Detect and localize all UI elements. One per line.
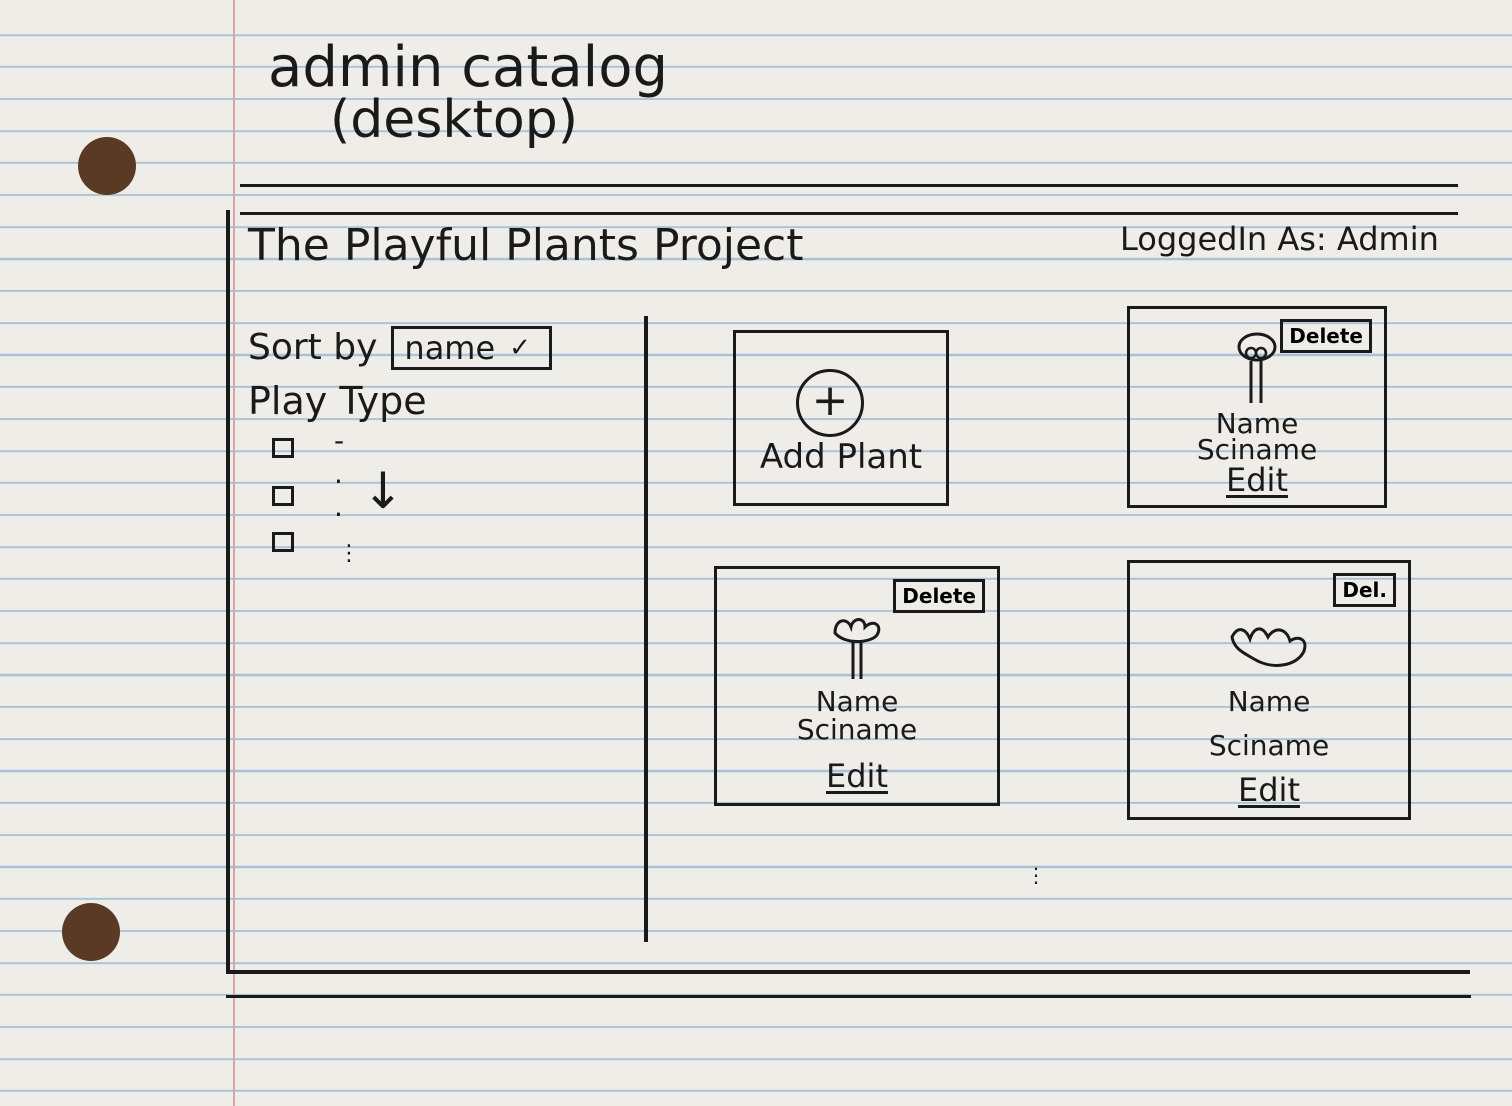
plant-sci-name: Sciname — [1208, 729, 1330, 762]
sketch-subtitle: (desktop) — [330, 90, 578, 150]
browser-frame-top — [240, 184, 1458, 187]
sketch-title: admin catalog — [268, 35, 669, 100]
add-plant-label: Add Plant — [759, 437, 923, 477]
leaf-icon — [1230, 627, 1307, 667]
site-title[interactable]: The Playful Plants Project — [248, 220, 804, 271]
plant-card: Delete Name Sciname Edit — [714, 566, 1000, 806]
plus-icon: + — [796, 369, 864, 437]
page-bottom-rule — [226, 995, 1471, 998]
browser-frame — [226, 210, 1470, 974]
filter-option-placeholder: - . . — [334, 424, 365, 523]
edit-link-label: Edit — [1226, 461, 1288, 499]
plant-name: Name — [815, 685, 899, 718]
edit-link[interactable]: Edit — [1130, 463, 1384, 497]
filter-checkbox[interactable] — [272, 486, 294, 506]
edit-link-label: Edit — [1238, 771, 1300, 809]
edit-link[interactable]: Edit — [1130, 773, 1408, 807]
binder-hole-bottom — [62, 903, 120, 961]
arrow-down-icon: ↓ — [362, 462, 404, 520]
sort-dropdown[interactable]: name ✓ — [391, 326, 552, 370]
delete-button[interactable]: Delete — [893, 579, 985, 613]
sort-label: Sort by — [248, 327, 378, 368]
binder-hole-top — [78, 137, 136, 195]
filter-title: Play Type — [248, 379, 427, 423]
header-top-rule — [240, 212, 1458, 215]
plant-sci-name: Sciname — [796, 713, 918, 746]
chevron-down-icon: ✓ — [509, 333, 531, 363]
plant-name: Name — [1215, 407, 1299, 440]
delete-button[interactable]: Delete — [1280, 319, 1372, 353]
more-plants-ellipsis: ⋮ — [1026, 863, 1046, 887]
sort-dropdown-value: name — [404, 329, 496, 367]
more-filters-ellipsis: ⋮ — [338, 543, 360, 565]
plant-card: Del. Name Sciname Edit — [1127, 560, 1411, 820]
sprout-icon — [833, 618, 881, 679]
paper-margin-line — [233, 0, 235, 1106]
delete-button[interactable]: Del. — [1333, 573, 1396, 607]
edit-link[interactable]: Edit — [717, 759, 997, 793]
flower-icon — [1237, 332, 1277, 403]
edit-link-label: Edit — [826, 757, 888, 795]
plant-sci-name: Sciname — [1196, 433, 1318, 466]
add-plant-card[interactable]: + Add Plant — [733, 330, 949, 506]
sidebar-divider — [644, 316, 648, 942]
plant-name: Name — [1227, 685, 1311, 718]
sort-control: Sort by name ✓ — [248, 326, 552, 370]
login-status: LoggedIn As: Admin — [1120, 220, 1439, 258]
plant-card: Delete Name Sciname Edit — [1127, 306, 1387, 508]
filter-checkbox[interactable] — [272, 532, 294, 552]
filter-checkbox[interactable] — [272, 438, 294, 458]
